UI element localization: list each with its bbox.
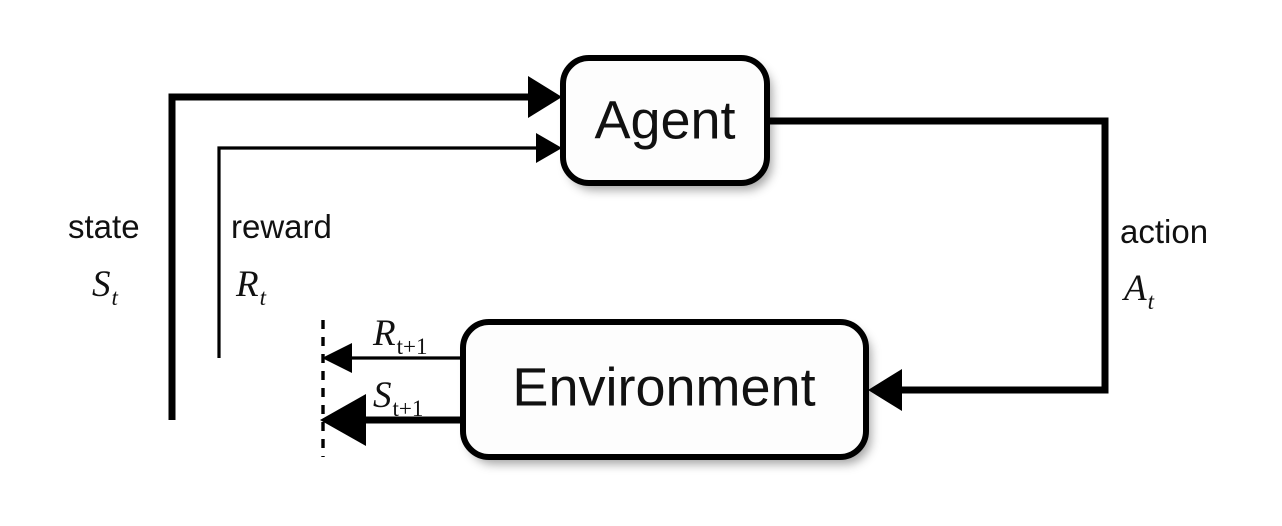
label-state: state St (68, 208, 140, 310)
state-next-base: S (373, 375, 392, 416)
state-word: state (68, 208, 140, 245)
agent-box-shape (563, 58, 767, 183)
environment-box-border (460, 319, 869, 460)
label-state-next: St+1 (373, 375, 423, 421)
action-word: action (1120, 213, 1208, 250)
edge-reward-to-agent (217, 133, 562, 358)
node-agent[interactable]: Agent (560, 55, 770, 186)
state-symbol: St (92, 264, 119, 310)
environment-box-shape (463, 322, 866, 457)
state-symbol-subscript: t (112, 285, 119, 310)
agent-box-border (560, 55, 770, 186)
state-symbol-base: S (92, 264, 111, 305)
label-reward: reward Rt (231, 208, 332, 310)
action-symbol-subscript: t (1148, 289, 1155, 314)
reward-next-subscript: t+1 (397, 334, 428, 359)
environment-label: Environment (512, 357, 815, 417)
reward-next-symbol: Rt+1 (372, 313, 427, 359)
edge-agent-to-environment (767, 117, 1109, 411)
edge-reward-from-environment (322, 343, 463, 373)
action-symbol-base: A (1121, 268, 1147, 309)
state-next-symbol: St+1 (373, 375, 423, 421)
edge-state-to-agent (168, 76, 562, 420)
reward-word: reward (231, 208, 332, 245)
state-next-subscript: t+1 (393, 396, 424, 421)
reward-symbol-subscript: t (260, 285, 267, 310)
node-environment[interactable]: Environment (460, 319, 869, 460)
action-symbol: At (1121, 268, 1155, 314)
reward-next-base: R (372, 313, 396, 354)
label-reward-next: Rt+1 (372, 313, 427, 359)
edge-state-from-environment (320, 394, 463, 446)
agent-label: Agent (594, 90, 735, 150)
reward-symbol-base: R (235, 264, 259, 305)
label-action: action At (1120, 213, 1208, 314)
reward-symbol: Rt (235, 264, 267, 310)
